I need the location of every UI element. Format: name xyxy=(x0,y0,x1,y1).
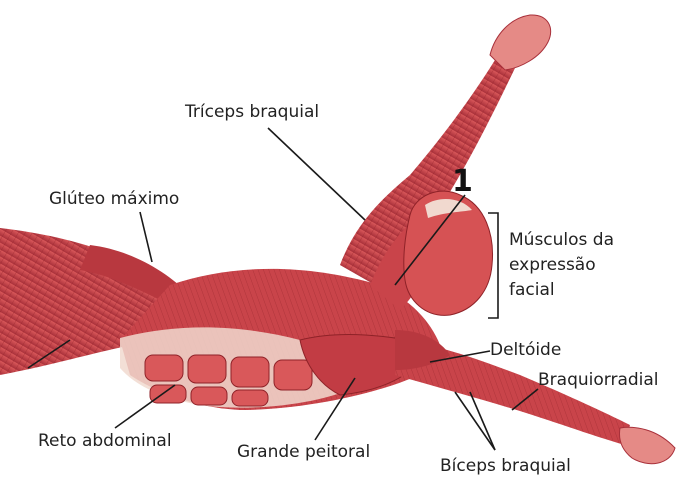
facial-line-2: expressão xyxy=(509,253,614,278)
facial-line-1: Músculos da xyxy=(509,228,614,253)
label-musculos-expressao-facial: Músculos da expressão facial xyxy=(509,228,614,303)
outstretched-hand xyxy=(620,427,676,463)
raised-hand xyxy=(490,15,551,70)
leader-reto-a xyxy=(115,385,175,428)
label-number-1: 1 xyxy=(452,164,473,199)
label-braquiorradial: Braquiorradial xyxy=(538,371,659,390)
leader-gluteo xyxy=(140,212,152,262)
label-triceps-braquial: Tríceps braquial xyxy=(185,103,319,122)
leader-triceps xyxy=(268,128,365,220)
label-grande-peitoral: Grande peitoral xyxy=(237,443,370,462)
label-reto-abdominal: Reto abdominal xyxy=(38,432,172,451)
facial-line-3: facial xyxy=(509,278,614,303)
label-biceps-braquial: Bíceps braquial xyxy=(440,457,571,476)
label-gluteo-maximo: Glúteo máximo xyxy=(49,190,179,209)
label-deltoide: Deltóide xyxy=(490,341,561,360)
